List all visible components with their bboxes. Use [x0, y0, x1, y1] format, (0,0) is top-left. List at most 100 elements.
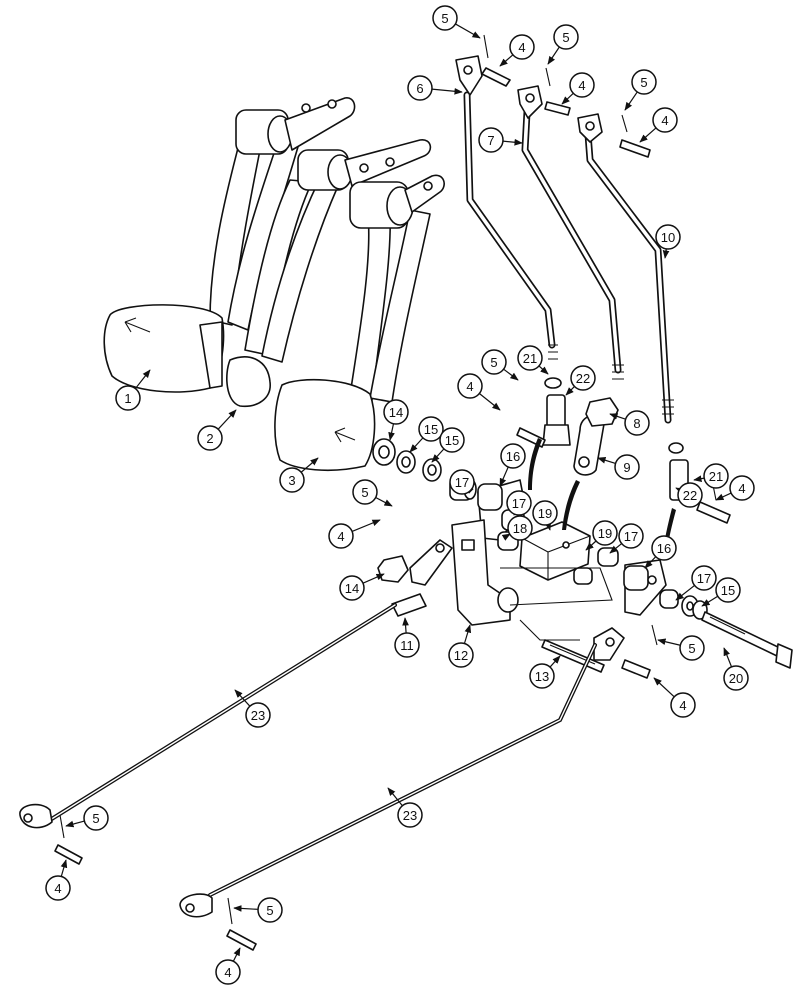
callout-number: 4	[466, 379, 473, 394]
clevis-lower-right	[593, 624, 658, 679]
callout-leader	[409, 437, 424, 453]
bushing-17-b	[597, 547, 619, 567]
callout-leader	[503, 368, 519, 381]
rod-end-9	[573, 414, 605, 476]
nut-14-lower	[377, 555, 409, 583]
callout-leader	[499, 466, 509, 487]
callout-circle	[532, 500, 558, 526]
callout-leader	[233, 905, 259, 912]
callout-5: 5	[352, 479, 393, 507]
callout-leader	[547, 46, 560, 65]
rod-6	[455, 55, 558, 360]
callout-4: 4	[499, 34, 535, 67]
callout-3: 3	[279, 457, 319, 493]
callout-leader	[544, 521, 552, 531]
callout-circle	[197, 425, 223, 451]
callout-number: 5	[361, 485, 368, 500]
plate	[500, 567, 613, 641]
callout-circle	[439, 427, 465, 453]
callout-circle	[506, 490, 532, 516]
callout-circle	[457, 373, 483, 399]
callout-circle	[614, 454, 640, 480]
callout-circle	[257, 897, 283, 923]
callout-19: 19	[585, 520, 618, 551]
callout-number: 17	[512, 496, 526, 511]
callout-number: 5	[92, 811, 99, 826]
callout-leader	[463, 624, 472, 644]
callout-circle	[449, 469, 475, 495]
callout-1: 1	[115, 369, 151, 411]
callout-5: 5	[233, 897, 283, 923]
callout-23: 23	[234, 689, 271, 728]
callout-leader	[387, 787, 403, 807]
callout-number: 4	[337, 529, 344, 544]
callout-circle	[631, 69, 657, 95]
callout-circle	[691, 565, 717, 591]
callout-circle	[507, 515, 533, 541]
callout-4: 4	[653, 677, 696, 718]
callout-circle	[715, 577, 741, 603]
callout-number: 4	[661, 113, 668, 128]
callout-4: 4	[561, 72, 595, 105]
callout-5: 5	[481, 349, 519, 381]
callout-leader	[693, 475, 705, 482]
callout-leader	[609, 413, 626, 420]
callout-circle	[215, 959, 241, 985]
callout-9: 9	[597, 454, 640, 480]
callout-number: 23	[403, 808, 417, 823]
callout-circle	[618, 523, 644, 549]
callout-leader	[499, 54, 514, 67]
callout-number: 13	[535, 669, 549, 684]
callout-15: 15	[701, 577, 741, 607]
callout-leader	[431, 448, 445, 463]
callout-number: 4	[54, 881, 61, 896]
callout-number: 7	[487, 133, 494, 148]
callout-circle	[569, 72, 595, 98]
callout-19: 19	[532, 500, 558, 531]
callout-number: 4	[738, 481, 745, 496]
callout-leader	[455, 23, 481, 39]
callout-12: 12	[448, 624, 474, 668]
callout-leader	[134, 369, 151, 389]
callout-number: 22	[683, 488, 697, 503]
callout-circle	[478, 127, 504, 153]
callout-number: 15	[721, 583, 735, 598]
callout-4: 4	[328, 519, 381, 549]
callout-leader	[723, 647, 733, 668]
callout-17: 17	[609, 523, 644, 554]
callout-circle	[677, 482, 703, 508]
callout-circle	[394, 632, 420, 658]
callout-circle	[729, 475, 755, 501]
callout-14: 14	[339, 573, 385, 601]
callout-number: 11	[400, 638, 414, 653]
callout-leader	[362, 573, 385, 584]
callout-circle	[397, 802, 423, 828]
callout-circle	[45, 875, 71, 901]
callout-leader	[662, 248, 670, 259]
callout-leader	[609, 543, 623, 554]
callout-circle	[679, 635, 705, 661]
callout-number: 4	[224, 965, 231, 980]
callout-circle	[279, 467, 305, 493]
callout-circle	[570, 365, 596, 391]
callout-circle	[115, 385, 141, 411]
callout-17: 17	[675, 565, 717, 601]
callout-number: 10	[661, 230, 675, 245]
callout-circle	[723, 665, 749, 691]
bracket-12	[451, 519, 519, 626]
callout-leader	[300, 457, 319, 473]
callout-number: 17	[455, 475, 469, 490]
callout-4: 4	[45, 859, 71, 901]
callout-number: 6	[416, 81, 423, 96]
callout-number: 19	[538, 506, 552, 521]
callout-22: 22	[565, 365, 596, 396]
callout-number: 15	[445, 433, 459, 448]
callout-22: 22	[675, 482, 703, 508]
callout-number: 18	[513, 521, 527, 536]
callout-number: 17	[624, 529, 638, 544]
callout-circle	[328, 523, 354, 549]
block-18	[519, 521, 591, 581]
callout-circle	[407, 75, 433, 101]
callout-leader	[234, 689, 251, 707]
